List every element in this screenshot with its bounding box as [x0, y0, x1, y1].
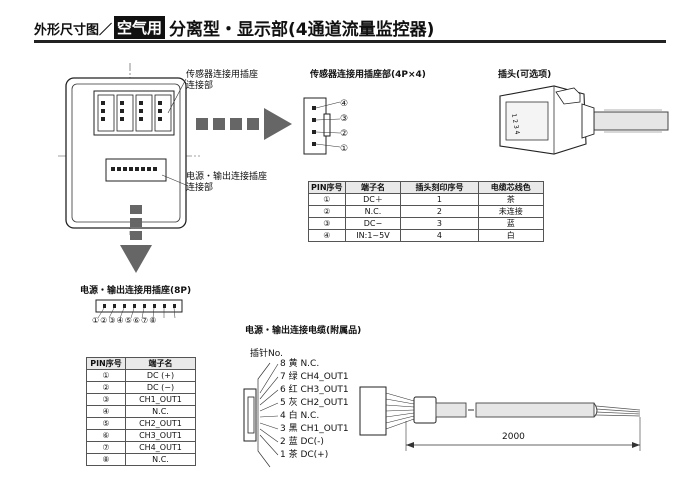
header-badge: 空气用 — [114, 16, 166, 39]
cable-drawing — [243, 362, 641, 468]
plug-drawing: 1 2 3 4 — [499, 85, 669, 155]
cable-line: 8 黄 N.C. — [280, 359, 320, 369]
table-header: 端子名 — [125, 357, 196, 370]
sensor-pin-label: ① — [340, 144, 349, 154]
header-prefix: 外形尺寸图／ — [34, 23, 113, 38]
sensor-socket-label: 传感器连接用插座 连接部 — [186, 70, 259, 91]
cable-line: 6 红 CH3_OUT1 — [280, 385, 349, 395]
page-header: 外形尺寸图／ 空气用 分离型・显示部(4通道流量监控器) — [34, 16, 434, 40]
plug-title: 插头(可选项) — [498, 70, 552, 80]
table-header-row: PIN序号 端子名 插头刻印序号 电缆芯线色 — [308, 181, 545, 194]
power-socket-title: 电源・输出连接用插座(8P) — [80, 286, 192, 296]
cable-line: 7 绿 CH4_OUT1 — [280, 372, 349, 382]
power-pin-labels: ①②③④⑤⑥⑦⑧ — [92, 316, 158, 325]
cable-line: 5 灰 CH2_OUT1 — [280, 398, 349, 408]
cable-line: 1 茶 DC(+) — [280, 450, 329, 460]
plug-pin-text: 1 2 3 4 — [510, 113, 521, 135]
cable-line: 4 白 N.C. — [280, 411, 320, 421]
page-title: 分离型・显示部(4通道流量监控器) — [169, 20, 435, 40]
sensor-pin-label: ② — [340, 129, 349, 139]
sensor-connector-drawing — [303, 97, 341, 155]
power-socket-drawing — [95, 299, 183, 319]
sensor-pin-labels: ④ ③ ② ① — [340, 97, 348, 157]
sensor-pin-label: ③ — [340, 114, 349, 124]
cable-line: 3 黑 CH1_OUT1 — [280, 424, 349, 434]
table-header: 端子名 — [344, 181, 402, 194]
header-rule — [34, 40, 666, 43]
cable-line: 2 蓝 DC(-) — [280, 437, 324, 447]
cable-length: 2000 — [502, 432, 525, 442]
table-header: PIN序号 — [86, 357, 126, 370]
table-header-row: PIN序号 端子名 — [86, 357, 196, 370]
table-header: 电缆芯线色 — [477, 181, 545, 194]
table-header: 插头刻印序号 — [400, 181, 479, 194]
power-socket-label: 电源・输出连接插座 连接部 — [186, 172, 268, 193]
cable-pin-header: 插针No. — [250, 349, 283, 359]
main-body-drawing — [58, 63, 200, 235]
cable-title: 电源・输出连接电缆(附属品) — [245, 326, 362, 336]
sensor-connector-title: 传感器连接用插座部(4P×4) — [310, 70, 426, 80]
down-arrow-icon — [120, 205, 152, 273]
right-arrow-icon — [196, 108, 292, 140]
table-header: PIN序号 — [308, 181, 346, 194]
sensor-pin-label: ④ — [340, 99, 349, 109]
